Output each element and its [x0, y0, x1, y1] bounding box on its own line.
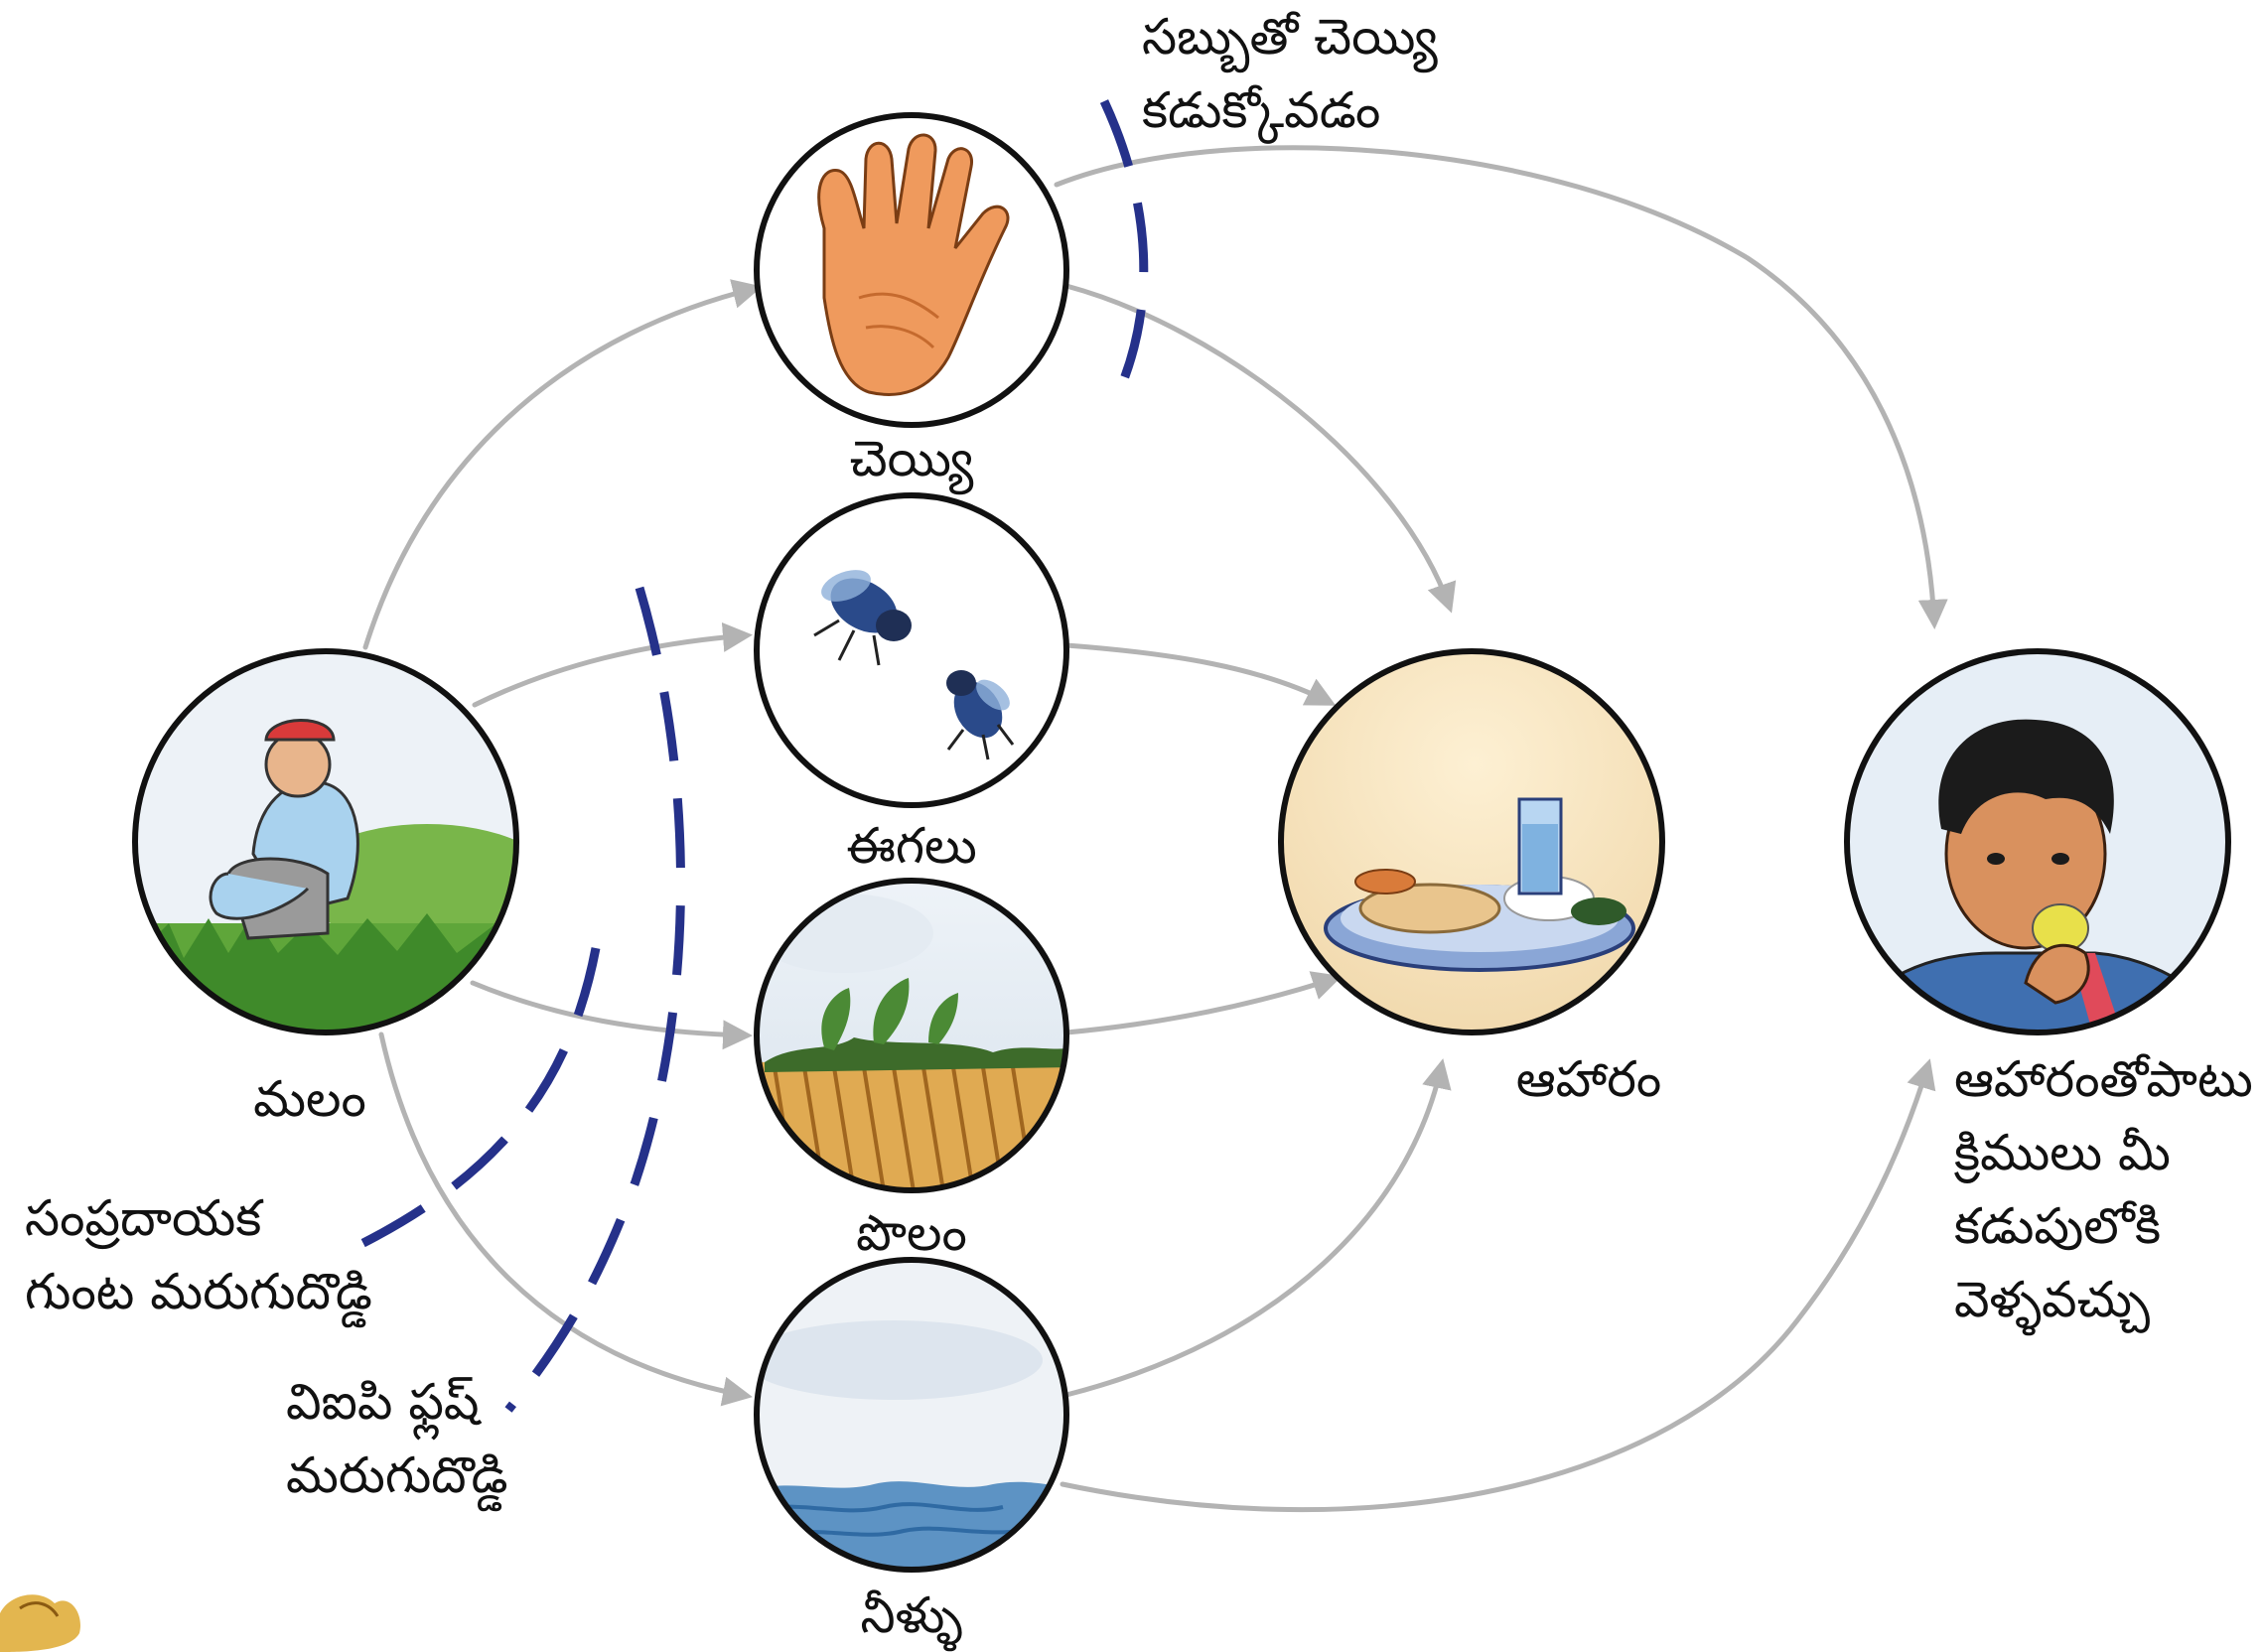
label-water: నీళ్ళు	[860, 1586, 963, 1644]
label-barrier-vip-latrine: విఐపి ఫ్లష్ మరుగుదొడ్డి	[286, 1365, 508, 1512]
label-handwash-line-2: కడుక్కోవడం	[1142, 81, 1381, 139]
node-field	[754, 878, 1069, 1193]
squatting-man-icon	[135, 651, 516, 1032]
label-handwash-line-1: సబ్బుతో చెయ్యి	[1142, 8, 1438, 66]
arrow-feces-to-water	[378, 1032, 753, 1407]
arrow-hand-to-food	[1063, 283, 1457, 614]
transmission-arrows	[362, 145, 1948, 1513]
label-person: ఆహారంతోపాటు క్రిములు మీ కడుపులోకి వెళ్ళవ…	[1954, 1042, 2253, 1336]
label-flies: ఈగలు	[846, 817, 977, 875]
barrier-lines	[354, 99, 1149, 1413]
arrow-water-to-food	[1063, 1058, 1452, 1398]
barrier-pit-latrine-line	[354, 947, 601, 1251]
label-hand: చెయ్యి	[849, 430, 974, 487]
corner-logo-icon	[0, 1594, 80, 1652]
arrow-water-to-person	[1060, 1058, 1936, 1513]
label-food: ఆహారం	[1515, 1050, 1662, 1108]
flies-icon	[757, 495, 1066, 805]
label-field: పొలం	[856, 1204, 967, 1262]
node-feces	[132, 648, 519, 1035]
label-person-line-4: వెళ్ళవచ్చు	[1954, 1271, 2150, 1328]
field-crop-icon	[757, 881, 1066, 1190]
label-feces: మలం	[253, 1070, 366, 1128]
label-person-line-1: ఆహారంతోపాటు	[1954, 1050, 2253, 1108]
boy-eating-icon	[1847, 651, 2228, 1032]
arrow-field-to-food	[1063, 971, 1343, 1035]
label-person-line-3: కడుపులోకి	[1954, 1197, 2162, 1255]
arrow-feces-to-field	[470, 980, 753, 1050]
arrow-feces-to-hand	[362, 279, 763, 650]
barrier-handwash-line	[1099, 99, 1149, 391]
hand-icon	[757, 115, 1066, 425]
label-vip-latrine-line-1: విఐపి ఫ్లష్	[286, 1373, 480, 1431]
label-pit-latrine-line-1: సంప్రదాయక	[25, 1189, 262, 1247]
label-person-line-2: క్రిములు మీ	[1954, 1124, 2171, 1181]
arrow-hand-to-person	[1054, 145, 1948, 629]
node-hand	[754, 112, 1069, 428]
label-barrier-handwash: సబ్బుతో చెయ్యి కడుక్కోవడం	[1142, 0, 1438, 147]
arrow-feces-to-flies	[472, 621, 753, 708]
label-pit-latrine-line-2: గుంట మరుగుదొడ్డి	[25, 1263, 372, 1320]
label-vip-latrine-line-2: మరుగుదొడ్డి	[286, 1446, 508, 1504]
arrow-flies-to-food	[1063, 642, 1337, 706]
food-plate-icon	[1281, 651, 1662, 1032]
node-food	[1278, 648, 1665, 1035]
node-water	[754, 1257, 1069, 1573]
node-flies	[754, 492, 1069, 808]
node-person	[1844, 648, 2231, 1035]
barrier-vip-latrine-line	[504, 586, 685, 1413]
label-barrier-pit-latrine: సంప్రదాయక గుంట మరుగుదొడ్డి	[25, 1181, 372, 1328]
water-icon	[757, 1260, 1066, 1570]
